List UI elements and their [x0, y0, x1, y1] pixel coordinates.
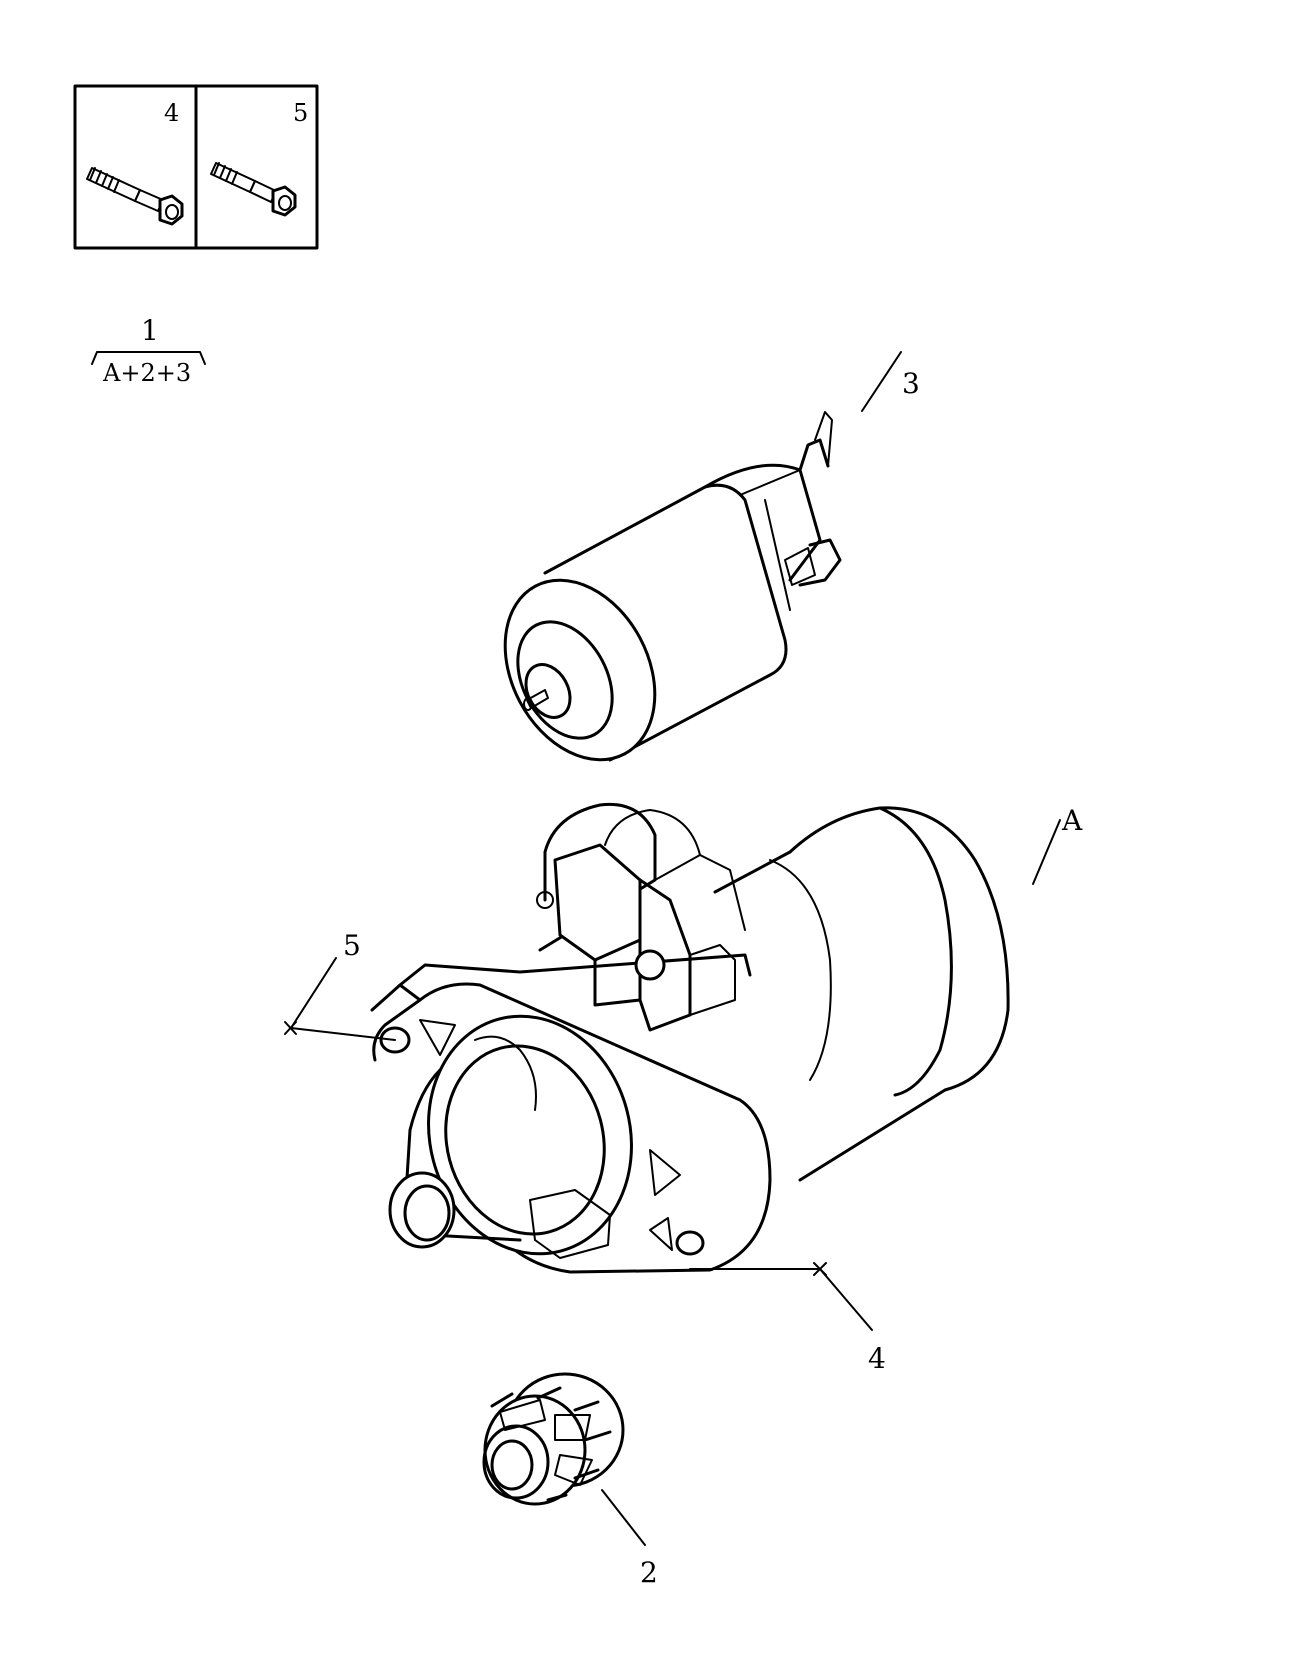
kit-number: 1	[141, 314, 159, 347]
leader-A	[1032, 819, 1061, 885]
bolt-4-leader	[689, 1262, 873, 1331]
callout-4: 4	[868, 1342, 886, 1375]
solenoid-drawing	[503, 411, 842, 762]
callout-2: 2	[640, 1556, 658, 1589]
bolt-5-leader	[284, 957, 396, 1041]
callout-5: 5	[343, 929, 361, 962]
leader-3	[861, 351, 902, 412]
inset-callout-5: 5	[293, 99, 308, 127]
bolt-5-icon	[210, 162, 297, 217]
pinion-gear-drawing	[482, 1372, 625, 1506]
bolt-4-icon	[86, 167, 184, 226]
callout-3: 3	[902, 367, 920, 400]
leader-2	[601, 1489, 646, 1546]
starter-motor-drawing	[370, 802, 1010, 1274]
kit-contents: A+2+3	[102, 359, 191, 387]
bolt-inset-box: 4 5	[73, 84, 319, 250]
inset-callout-4: 4	[164, 99, 179, 127]
kit-notation: 1 A+2+3	[91, 314, 206, 387]
callout-A: A	[1061, 804, 1083, 837]
